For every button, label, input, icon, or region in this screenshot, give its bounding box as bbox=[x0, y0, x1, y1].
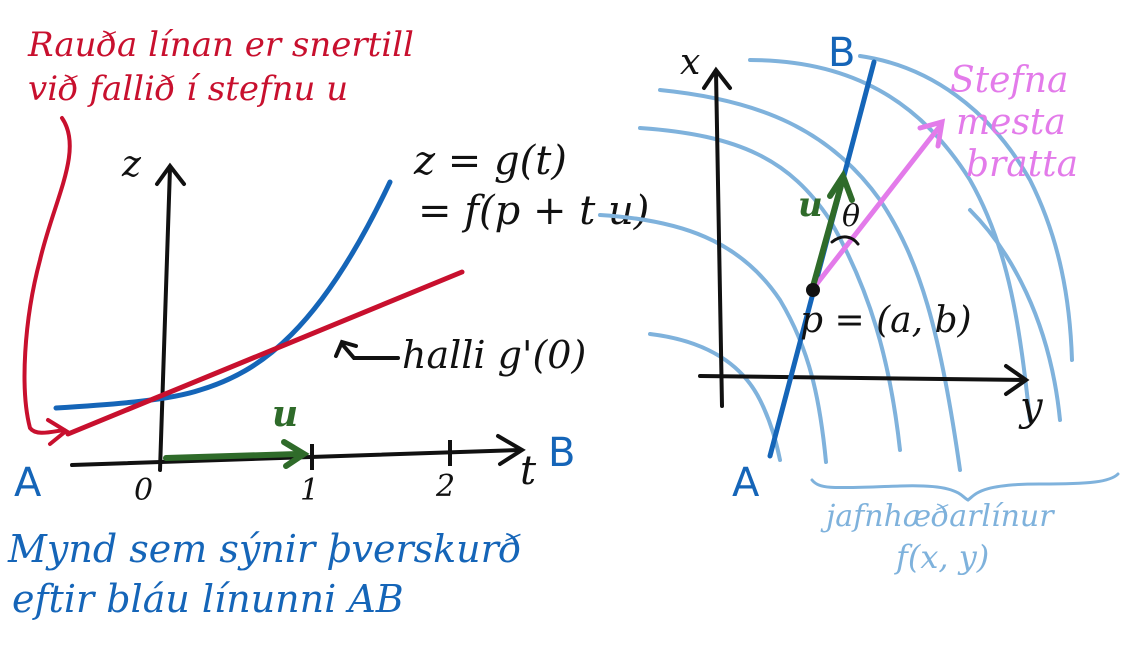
tangent-line bbox=[65, 269, 465, 437]
level-curves-label-line2: f(x, y) bbox=[894, 538, 989, 576]
z-axis-label: z bbox=[121, 144, 142, 185]
point-B-left: B bbox=[548, 430, 575, 476]
steepest-direction-arrowhead bbox=[917, 118, 946, 149]
curve-equation-line1: z = g(t) bbox=[413, 138, 567, 184]
x-axis bbox=[714, 70, 724, 408]
right-panel: x y A B u θ p = (a, b) Stefna mesta brat… bbox=[598, 30, 1120, 576]
level-curve-4 bbox=[648, 332, 782, 462]
tick-label-0: 0 bbox=[134, 473, 153, 508]
red-note-line1: Rauða línan er snertill bbox=[27, 25, 414, 65]
x-axis-arrowhead bbox=[702, 66, 732, 90]
u-vector-right bbox=[809, 179, 845, 293]
u-vector-left bbox=[163, 451, 301, 461]
z-axis bbox=[158, 166, 172, 472]
curve-equation-line2: = f(p + t u) bbox=[418, 188, 649, 234]
level-curve-5 bbox=[748, 58, 1032, 422]
x-axis-label: x bbox=[680, 42, 700, 83]
slope-pointer-arrow bbox=[340, 342, 400, 360]
curve-g bbox=[53, 179, 393, 411]
level-curve-7 bbox=[968, 208, 1062, 422]
t-axis-label: t bbox=[520, 448, 537, 494]
point-A-left: A bbox=[14, 460, 42, 506]
y-axis-arrowhead bbox=[1004, 364, 1030, 396]
level-curve-6 bbox=[858, 54, 1074, 362]
caption-line1: Mynd sem sýnir þverskurð bbox=[7, 527, 522, 571]
u-label-left: u bbox=[272, 393, 298, 435]
angle-arc bbox=[830, 235, 860, 246]
z-axis-arrowhead bbox=[155, 162, 186, 186]
point-p-label: p = (a, b) bbox=[800, 300, 972, 341]
steepest-direction-arrow bbox=[809, 123, 943, 293]
tick-label-2: 2 bbox=[435, 469, 455, 504]
level-curve-3 bbox=[598, 213, 828, 464]
tick-label-1: 1 bbox=[300, 473, 319, 508]
left-panel: Rauða línan er snertill við fallið í ste… bbox=[7, 25, 649, 621]
steepest-label-line1: Stefna bbox=[950, 60, 1068, 101]
y-axis bbox=[698, 374, 1026, 382]
point-p bbox=[806, 283, 820, 297]
red-note-line2: við fallið í stefnu u bbox=[28, 69, 348, 109]
slope-pointer-arrowhead bbox=[334, 339, 358, 358]
level-curves-brace bbox=[810, 472, 1120, 502]
u-label-right: u bbox=[798, 185, 823, 225]
red-pointer-arrowhead bbox=[46, 418, 70, 446]
steepest-label-line3: bratta bbox=[966, 144, 1078, 185]
point-B-right: B bbox=[828, 30, 855, 76]
steepest-label-line2: mesta bbox=[956, 102, 1066, 143]
y-axis-label: y bbox=[1018, 384, 1044, 430]
red-pointer-arrow bbox=[22, 116, 72, 435]
u-vector-right-arrowhead bbox=[827, 169, 855, 203]
caption-line2: eftir bláu línunni AB bbox=[12, 577, 404, 621]
u-vector-left-arrowhead bbox=[281, 439, 310, 469]
level-curves-label-line1: jafnhæðarlínur bbox=[820, 499, 1055, 534]
angle-label: θ bbox=[842, 199, 860, 234]
level-curve-1 bbox=[658, 88, 962, 472]
t-axis-arrowhead bbox=[496, 434, 526, 466]
slope-label: halli g'(0) bbox=[402, 333, 586, 377]
point-A-right: A bbox=[732, 460, 760, 506]
